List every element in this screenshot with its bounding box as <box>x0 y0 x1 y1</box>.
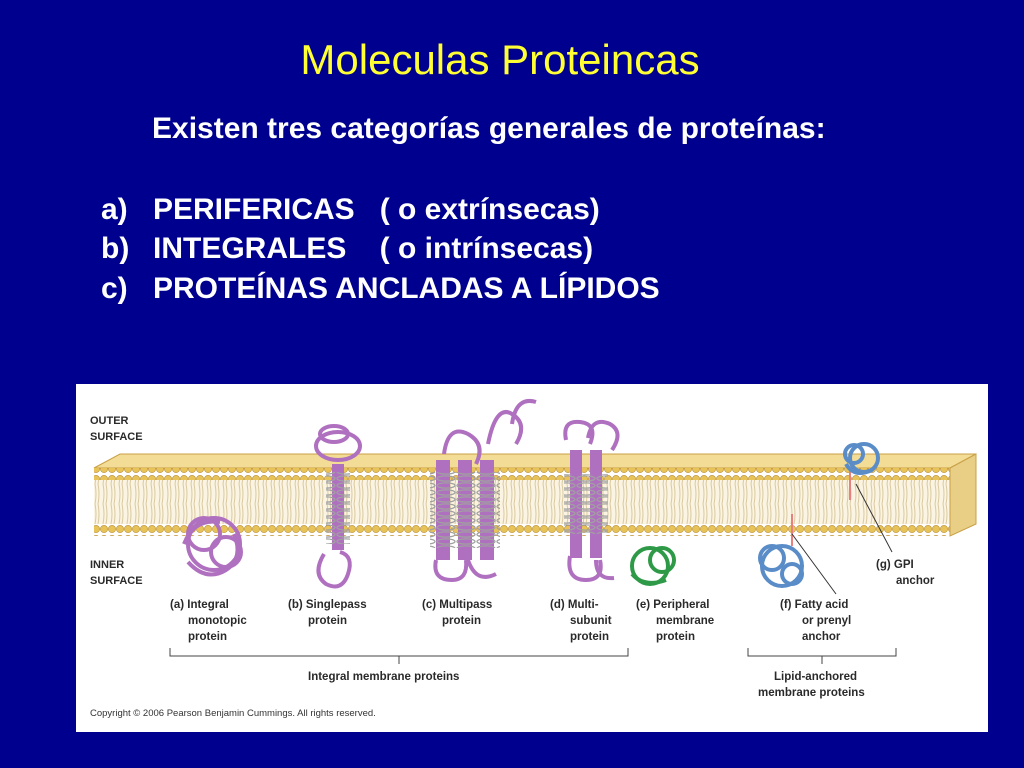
category-peripheral: a) PERIFERICAS ( o extrínsecas) <box>101 193 600 227</box>
category-text: INTEGRALES ( o intrínsecas) <box>153 232 594 265</box>
singlepass-protein <box>314 424 362 589</box>
label-e-1: (e) Peripheral <box>636 599 710 611</box>
label-f-3: anchor <box>802 631 841 643</box>
label-c-1: (c) Multipass <box>422 599 492 611</box>
category-letter: c) <box>101 272 128 305</box>
slide-subtitle: Existen tres categorías generales de pro… <box>152 112 826 145</box>
label-g-1: (g) GPI <box>876 559 914 571</box>
inner-surface-label-1: INNER <box>90 559 124 571</box>
slide-title: Moleculas Proteincas <box>300 36 700 83</box>
membrane-protein-figure: OUTER SURFACE INNER SURFACE (a) Integral… <box>76 384 988 732</box>
label-e-2: membrane <box>656 615 714 627</box>
peripheral-membrane-protein <box>630 546 676 586</box>
lipid-group-bracket <box>747 648 897 657</box>
label-b-1: (b) Singlepass <box>288 599 367 611</box>
category-lipid-anchored: c) PROTEÍNAS ANCLADAS A LÍPIDOS <box>101 272 660 306</box>
fatty-acid-anchored-protein <box>758 514 804 588</box>
label-f-2: or prenyl <box>802 615 851 627</box>
label-b-2: protein <box>308 615 347 627</box>
label-d-3: protein <box>570 631 609 643</box>
integral-group-bracket <box>169 648 629 657</box>
outer-surface-label-2: SURFACE <box>90 431 143 443</box>
label-c-2: protein <box>442 615 481 627</box>
copyright-notice: Copyright © 2006 Pearson Benjamin Cummin… <box>90 708 376 719</box>
label-a-2: monotopic <box>188 615 247 627</box>
gpi-anchored-protein <box>843 442 893 553</box>
label-d-1: (d) Multi- <box>550 599 599 611</box>
category-text: PROTEÍNAS ANCLADAS A LÍPIDOS <box>153 272 660 305</box>
lipid-group-label-2: membrane proteins <box>758 687 865 699</box>
lipid-group-label-1: Lipid-anchored <box>774 671 857 683</box>
label-d-2: subunit <box>570 615 612 627</box>
category-letter: b) <box>101 232 130 265</box>
label-e-3: protein <box>656 631 695 643</box>
category-text: PERIFERICAS ( o extrínsecas) <box>153 193 600 226</box>
multipass-protein <box>430 399 537 583</box>
category-integral: b) INTEGRALES ( o intrínsecas) <box>101 232 593 266</box>
integral-monotopic-protein <box>182 516 243 577</box>
lipid-bilayer <box>93 453 977 537</box>
label-a-1: (a) Integral <box>170 599 229 611</box>
inner-surface-label-2: SURFACE <box>90 575 143 587</box>
category-letter: a) <box>101 193 128 226</box>
outer-surface-label-1: OUTER <box>90 415 129 427</box>
integral-group-label: Integral membrane proteins <box>308 671 459 683</box>
label-a-3: protein <box>188 631 227 643</box>
label-g-2: anchor <box>896 575 935 587</box>
multisubunit-protein <box>563 419 620 583</box>
membrane-diagram: OUTER SURFACE INNER SURFACE (a) Integral… <box>90 399 977 719</box>
label-f-1: (f) Fatty acid <box>780 599 848 611</box>
